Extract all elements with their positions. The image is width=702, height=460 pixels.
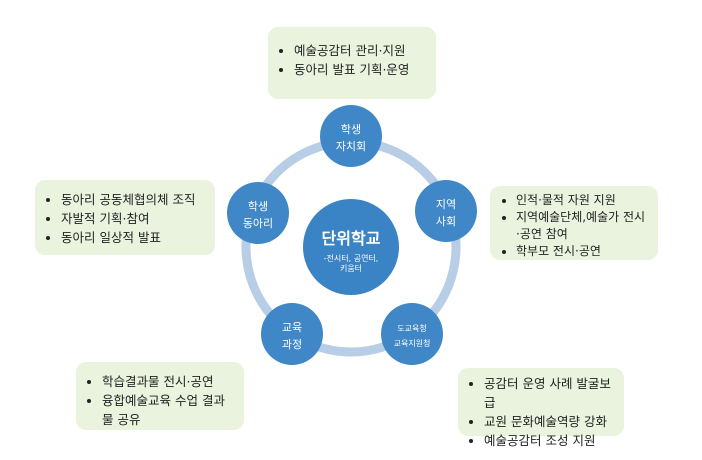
box-item: 자발적 기획·참여 [61,209,203,228]
box-community: 인적·물적 자원 지원 지역예술단체,예술가 전시·공연 참여 학부모 전시·공… [490,186,658,260]
box-item: 예술공감터 조성 지원 [484,431,612,450]
box-item: 동아리 일상적 발표 [61,228,203,247]
node-student-council-line2: 자치회 [336,140,366,153]
box-item: 융합예술교육 수업 결과물 공유 [102,391,232,429]
node-student-council-line1: 학생 [341,123,361,136]
center-subtitle-2: 키움터 [340,264,362,273]
box-item: 공감터 운영 사례 발굴보급 [484,374,612,412]
box-item: 예술공감터 관리·지원 [294,41,424,60]
node-community-line1: 지역 [436,198,456,211]
node-education-office-line2: 교육지원청 [394,339,431,348]
center-title: 단위학교 [322,229,381,248]
node-curriculum: 교육 과정 [261,303,323,365]
box-item: 지역예술단체,예술가 전시·공연 참여 [516,209,646,243]
node-community-line2: 사회 [436,215,456,228]
box-item: 동아리 공동체협의체 조직 [61,190,203,209]
node-curriculum-line2: 과정 [282,338,302,351]
box-education-office: 공감터 운영 사례 발굴보급 교원 문화예술역량 강화 예술공감터 조성 지원 [458,368,624,448]
node-student-club-line1: 학생 [248,200,268,213]
box-item: 인적·물적 자원 지원 [516,192,646,209]
box-item: 동아리 발표 기획·운영 [294,60,424,79]
box-student-council: 예술공감터 관리·지원 동아리 발표 기획·운영 [268,27,436,99]
box-curriculum: 학습결과물 전시·공연 융합예술교육 수업 결과물 공유 [76,362,244,430]
node-student-club: 학생 동아리 [227,182,289,244]
center-node: 단위학교 -전시터, 공연터, 키움터 [303,199,399,295]
node-education-office: 도교육청 교육지원청 [381,303,443,365]
node-student-council: 학생 자치회 [320,105,382,167]
box-item: 학습결과물 전시·공연 [102,372,232,391]
box-item: 교원 문화예술역량 강화 [484,412,612,431]
center-subtitle-1: -전시터, 공연터, [324,253,379,263]
node-student-club-line2: 동아리 [243,217,273,230]
box-item: 학부모 전시·공연 [516,243,646,260]
box-student-club: 동아리 공동체협의체 조직 자발적 기획·참여 동아리 일상적 발표 [35,180,215,255]
node-community: 지역 사회 [415,180,477,242]
node-curriculum-line1: 교육 [282,321,302,334]
node-education-office-line1: 도교육청 [397,324,426,333]
